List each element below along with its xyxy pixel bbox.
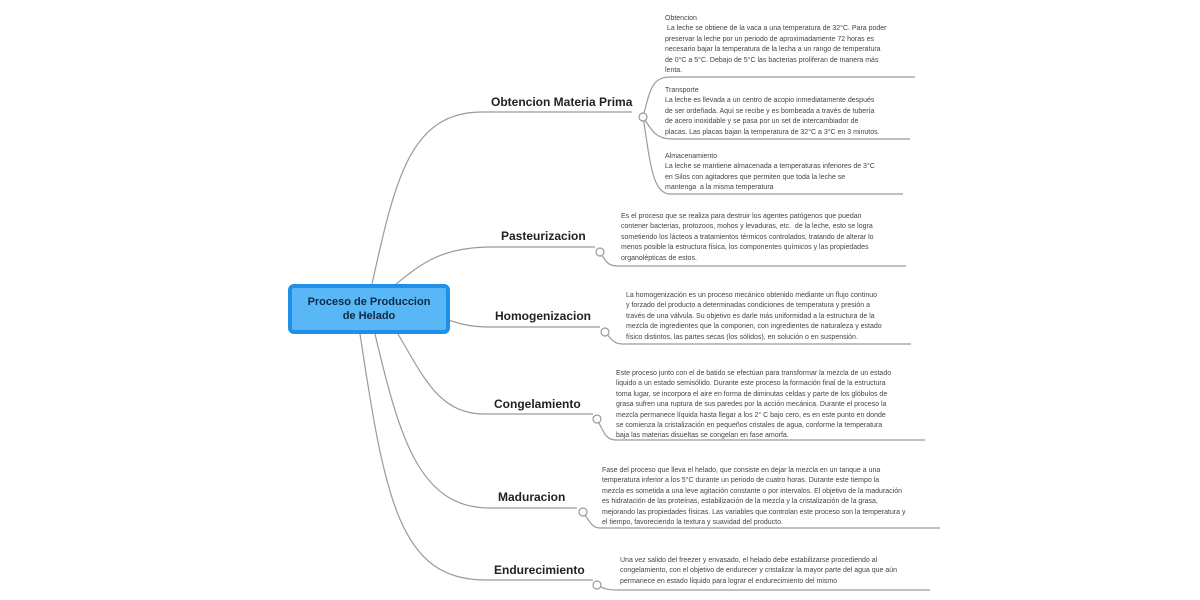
connector-central-maduracion — [374, 333, 577, 509]
branch-pasteurizacion[interactable]: Pasteurizacion — [501, 229, 586, 243]
connector-central-congelamiento — [397, 333, 593, 415]
central-topic[interactable]: Proceso de Produccion de Helado — [288, 284, 450, 334]
collapse-handle-endurecimiento — [592, 580, 602, 590]
note-pasteurizacion[interactable]: Es el proceso que se realiza para destru… — [621, 213, 874, 262]
branch-congelamiento[interactable]: Congelamiento — [494, 397, 581, 411]
branch-endurecimiento[interactable]: Endurecimiento — [494, 563, 585, 577]
note-homogenizacion[interactable]: La homogenización es un proceso mecánico… — [626, 292, 882, 341]
collapse-handle-obtencion — [638, 112, 648, 122]
connector-central-endurecimiento — [359, 333, 593, 581]
collapse-handle-pasteurizacion — [595, 247, 605, 257]
branch-maduracion[interactable]: Maduracion — [498, 490, 566, 504]
note-obtencion[interactable]: Obtencion La leche se obtiene de la vaca… — [665, 15, 887, 75]
note-almacenamiento[interactable]: Almacenamiento La leche se mantiene alma… — [665, 153, 875, 192]
note-maduracion[interactable]: Fase del proceso que lleva el helado, qu… — [602, 467, 906, 527]
branch-obtencion-materia-prima[interactable]: Obtencion Materia Prima — [491, 95, 633, 109]
connector-central-obtencion — [371, 111, 632, 285]
note-transporte[interactable]: Transporte La leche es llevada a un cent… — [665, 87, 880, 136]
collapse-handle-congelamiento — [592, 414, 602, 424]
connector-obtencion-note2 — [642, 116, 910, 140]
central-topic-label: Proceso de Produccion de Helado — [307, 296, 431, 322]
collapse-handle-homogenizacion — [600, 327, 610, 337]
connector-obtencion-note3 — [642, 116, 903, 195]
note-endurecimiento[interactable]: Una vez salido del freezer y envasado, e… — [620, 557, 898, 585]
branch-homogenizacion[interactable]: Homogenizacion — [495, 309, 592, 323]
connector-obtencion-note1 — [642, 76, 915, 118]
note-congelamiento[interactable]: Este proceso junto con el de batido se e… — [616, 370, 892, 440]
connector-central-pasteurizacion — [395, 246, 595, 285]
collapse-handle-maduracion — [578, 507, 588, 517]
